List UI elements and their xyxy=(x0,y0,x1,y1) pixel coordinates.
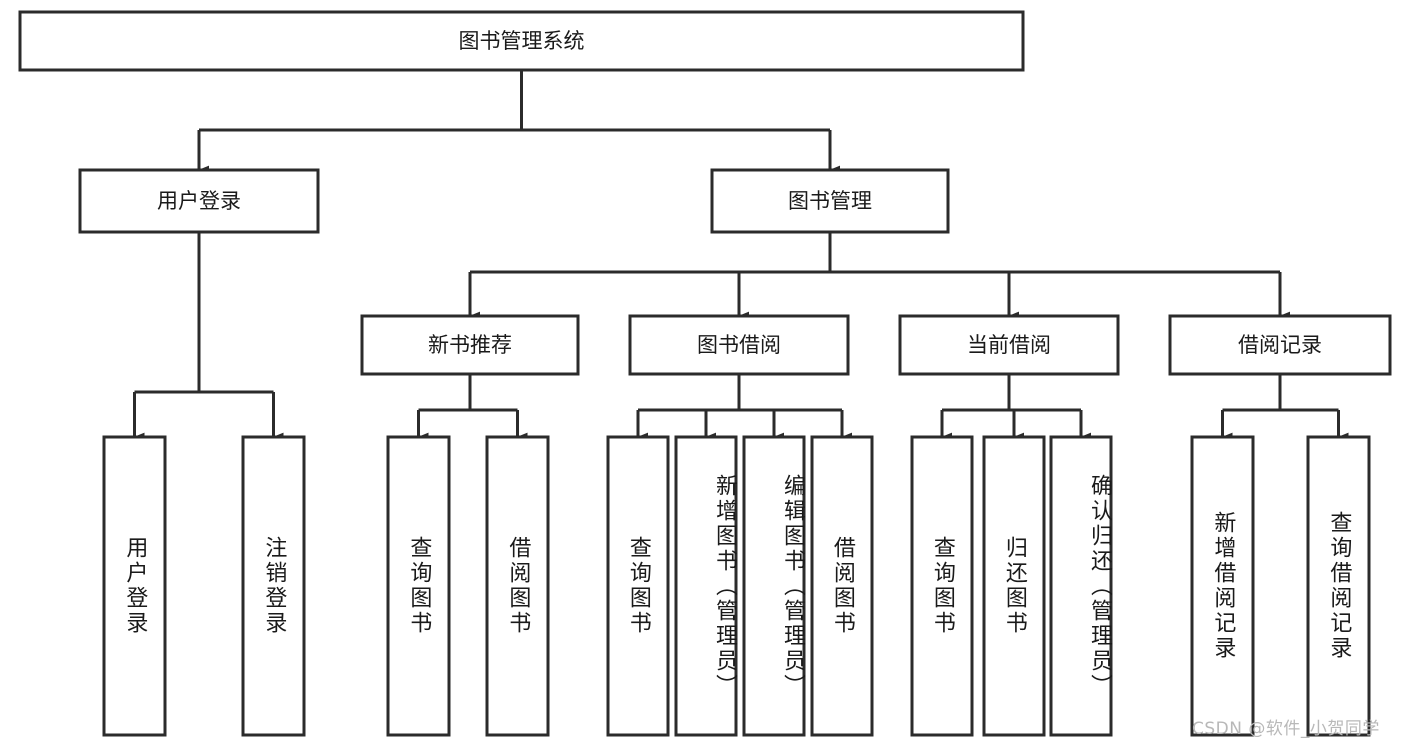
connector-lines xyxy=(133,70,1349,442)
node-box-leaf-borrow-books-recommend xyxy=(485,435,550,737)
node-box-root xyxy=(18,10,1025,72)
node-box-leaf-query-books-current xyxy=(910,435,974,737)
node-box-current-borrow xyxy=(898,314,1120,376)
node-label-root: 图书管理系统 xyxy=(459,29,585,53)
node-label-new-book-recommend: 新书推荐 xyxy=(428,333,512,357)
node-box-leaf-logout xyxy=(241,435,306,737)
csdn-watermark: CSDN @软件_小贺同学 xyxy=(1192,719,1380,739)
node-label-book-management: 图书管理 xyxy=(788,189,872,213)
node-box-book-management xyxy=(710,168,950,234)
node-box-borrow-records xyxy=(1168,314,1392,376)
node-box-leaf-confirm-return-admin xyxy=(1049,435,1113,737)
node-label-borrow-records: 借阅记录 xyxy=(1238,333,1322,357)
node-box-leaf-edit-book-admin xyxy=(742,435,806,737)
node-box-leaf-borrow-book xyxy=(810,435,874,737)
node-label-book-borrow: 图书借阅 xyxy=(697,333,781,357)
node-label-user-login: 用户登录 xyxy=(157,189,241,213)
node-box-new-book-recommend xyxy=(360,314,580,376)
node-box-leaf-user-login xyxy=(102,435,167,737)
node-box-leaf-query-books-recommend xyxy=(386,435,451,737)
node-box-leaf-return-book xyxy=(982,435,1046,737)
node-box-leaf-query-borrow-record xyxy=(1306,435,1371,737)
node-box-leaf-query-books-borrow xyxy=(606,435,670,737)
node-box-leaf-add-book-admin xyxy=(674,435,738,737)
node-label-current-borrow: 当前借阅 xyxy=(967,333,1051,357)
node-box-leaf-add-borrow-record xyxy=(1190,435,1255,737)
node-box-book-borrow xyxy=(628,314,850,376)
node-boxes xyxy=(18,10,1392,737)
node-box-user-login xyxy=(78,168,320,234)
